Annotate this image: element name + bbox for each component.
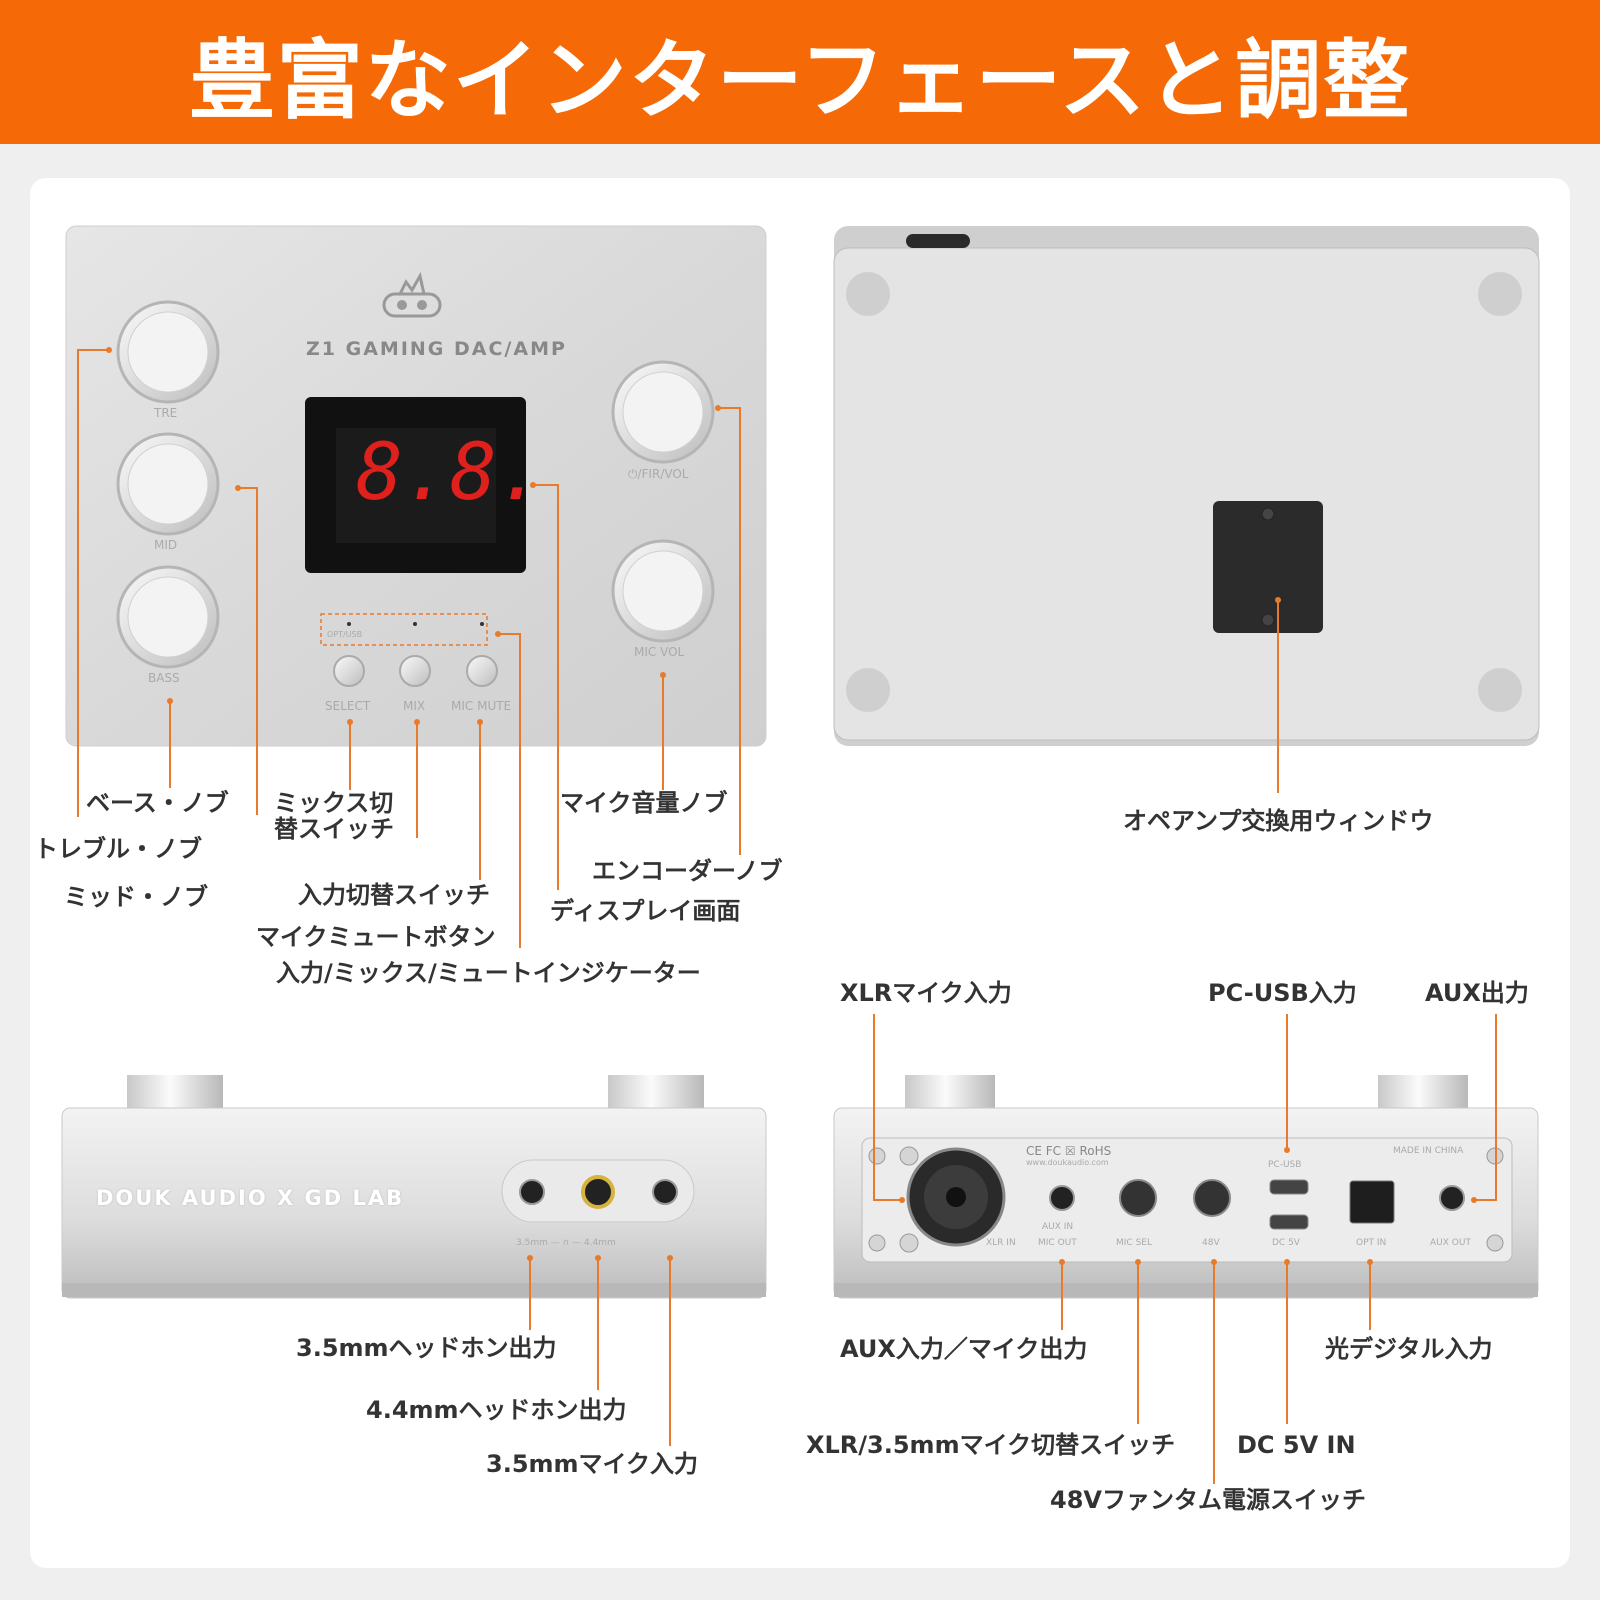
front-brand-text: DOUK AUDIO X GD LAB [96,1186,405,1210]
made-in-label: MADE IN CHINA [1393,1146,1464,1156]
hp35-output-label: 3.5mmヘッドホン出力 [296,1334,557,1362]
mid-knob[interactable] [116,432,220,536]
title-banner: 豊富なインターフェースと調整 [0,0,1600,144]
cert-marks: CE FC ☒ RoHS [1026,1144,1112,1158]
mic-mute-button-label: マイクミュートボタン [256,923,496,951]
encoder-knob-label: エンコーダーノブ [592,857,783,885]
display-screen-label: ディスプレイ画面 [550,897,741,925]
mix-button[interactable] [399,655,431,687]
treble-knob[interactable] [116,300,220,404]
rubber-foot [846,272,890,316]
mic-mute-label: MIC MUTE [451,699,512,713]
port-label-xlr-in: XLR IN [986,1238,1016,1248]
mic-volume-knob-label: マイク音量ノブ [560,789,728,817]
xlr-switch-label: XLR/3.5mmマイク切替スイッチ [806,1431,1176,1459]
dc-5v-label: DC 5V IN [1237,1431,1356,1459]
aux-output-label: AUX出力 [1425,979,1529,1007]
input-switch-label: 入力切替スイッチ [298,881,490,909]
encoder-knob[interactable] [611,360,715,464]
page-title: 豊富なインターフェースと調整 [188,30,1412,131]
back-view-device [833,1075,1539,1299]
select-label: SELECT [325,699,371,713]
website-url: www.doukaudio.com [1026,1158,1109,1167]
port-label-mic-out: MIC OUT [1038,1238,1077,1248]
headphone-4-4mm-jack[interactable] [581,1175,615,1209]
pc-usb-port[interactable] [1269,1179,1309,1195]
port-label-pc-usb: PC-USB [1268,1160,1302,1170]
port-label-mic-sel: MIC SEL [1116,1238,1152,1248]
rubber-foot [846,668,890,712]
indicator-box [320,613,488,646]
select-button[interactable] [333,655,365,687]
mic35-input-label: 3.5mmマイク入力 [486,1450,699,1478]
optical-input-label: 光デジタル入力 [1325,1335,1493,1363]
treble-label: TRE [154,406,178,420]
rubber-foot [1478,272,1522,316]
rubber-foot [1478,668,1522,712]
mic-volume-knob[interactable] [611,539,715,643]
opamp-window[interactable] [1213,501,1323,633]
xlr-combo-jack[interactable] [906,1147,1006,1247]
optical-input-port[interactable] [1349,1180,1395,1224]
port-label-48v: 48V [1202,1238,1220,1248]
aux-in-jack[interactable] [1049,1185,1075,1211]
bass-knob-label: ベース・ノブ [86,789,229,817]
aux-out-jack[interactable] [1439,1185,1465,1211]
headphone-3-5mm-jack[interactable] [519,1179,545,1205]
bass-knob[interactable] [116,565,220,669]
mix-label: MIX [403,699,426,713]
encoder-label: ⏻/FIR/VOL [628,467,689,481]
bass-label: BASS [148,671,180,685]
device-brand-text: Z1 GAMING DAC/AMP [306,338,567,360]
hp44-output-label: 4.4mmヘッドホン出力 [366,1396,627,1424]
phantom-switch-label: 48Vファンタム電源スイッチ [1050,1486,1366,1514]
mid-knob-label: ミッド・ノブ [64,883,208,911]
display-digits: 8.8. [356,428,544,518]
bottom-view-device [833,226,1540,746]
port-label-opt-in: OPT IN [1356,1238,1387,1248]
indicator-label: OPT/USB [327,630,363,639]
front-view-device [61,1075,767,1299]
phantom-48v-switch[interactable] [1193,1179,1231,1217]
treble-knob-label: トレブル・ノブ [34,835,202,863]
port-label-aux-out: AUX OUT [1430,1238,1471,1248]
jack-label: 3.5mm — ∩ — 4.4mm [516,1238,616,1248]
mic-select-switch[interactable] [1119,1179,1157,1217]
mix-switch-label-line1: ミックス切 [274,789,394,817]
top-view-device [65,225,767,747]
mid-label: MID [154,538,178,552]
gdlab-logo [382,271,442,318]
pc-usb-input-label: PC-USB入力 [1208,979,1357,1007]
mic-vol-label: MIC VOL [634,645,685,659]
port-label-aux-in: AUX IN [1042,1222,1074,1232]
opamp-window-label: オペアンプ交換用ウィンドウ [1123,807,1434,835]
mic-mute-button[interactable] [466,655,498,687]
port-label-dc-5v: DC 5V [1272,1238,1300,1248]
display-screen [305,397,526,573]
mix-switch-label-line2: 替スイッチ [274,815,394,843]
xlr-input-label: XLRマイク入力 [840,979,1012,1007]
indicator-label-callout: 入力/ミックス/ミュートインジケーター [276,959,701,987]
mic-3-5mm-jack[interactable] [652,1179,678,1205]
leader-lines [77,347,1497,1484]
aux-input-label: AUX入力／マイク出力 [840,1335,1088,1363]
dc-5v-port[interactable] [1269,1214,1309,1230]
